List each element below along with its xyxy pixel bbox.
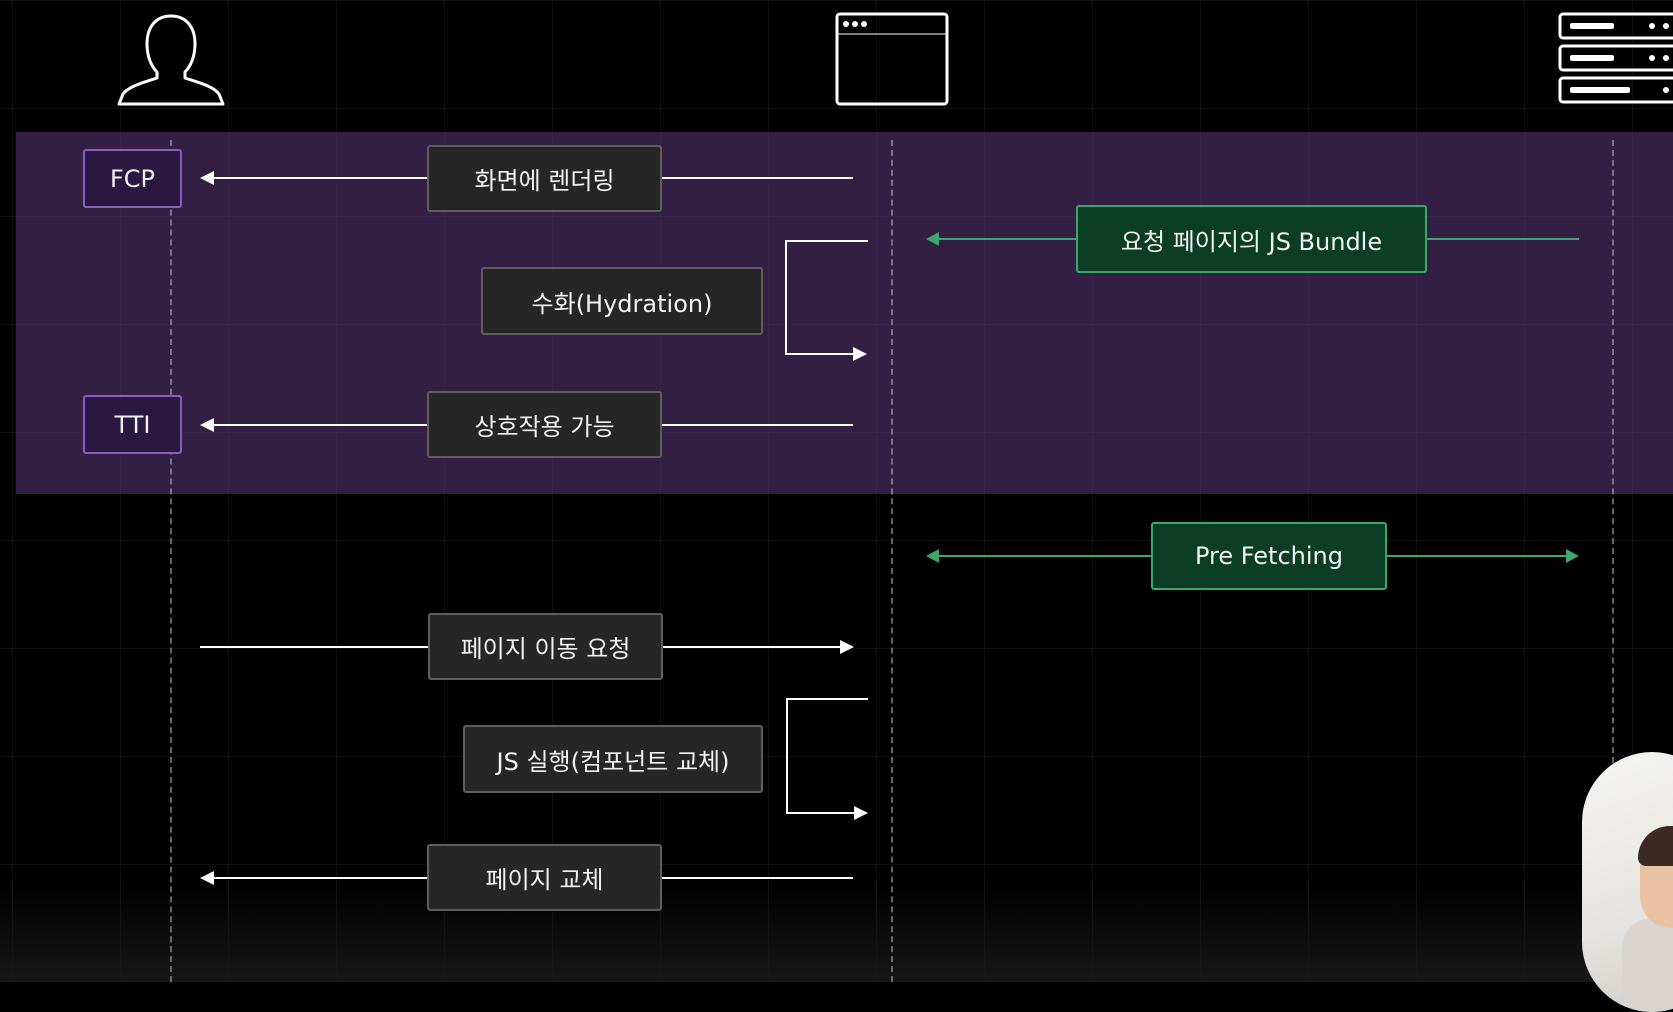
server-lifeline <box>1612 140 1614 982</box>
tti-milestone: TTI <box>83 395 182 454</box>
user-lifeline <box>170 140 172 982</box>
js-execution-label: JS 실행(컴포넌트 교체) <box>463 725 763 793</box>
js-exec-loop-bottom <box>786 812 856 814</box>
js-exec-loop-head <box>854 806 868 820</box>
page-replace-arrow-head <box>200 871 214 885</box>
hydration-loop-bottom <box>785 353 855 355</box>
page-replace-label: 페이지 교체 <box>427 844 662 911</box>
fcp-milestone: FCP <box>83 149 182 208</box>
prefetching-label: Pre Fetching <box>1151 522 1387 590</box>
browser-window-icon <box>835 12 949 106</box>
js-exec-loop-top <box>786 698 868 700</box>
user-icon <box>117 12 225 106</box>
hydration-loop-top <box>785 240 868 242</box>
browser-lifeline <box>891 140 893 982</box>
hydration-label: 수화(Hydration) <box>481 267 763 335</box>
nav-request-arrow-head <box>840 640 854 654</box>
js-bundle-label: 요청 페이지의 JS Bundle <box>1076 205 1427 273</box>
page-nav-request-label: 페이지 이동 요청 <box>428 613 663 680</box>
initial-load-phase-band <box>16 132 1673 494</box>
interactive-arrow-head <box>200 418 214 432</box>
presenter-webcam <box>1582 752 1673 1012</box>
hydration-loop-side <box>785 240 787 354</box>
prefetch-arrow-head-right <box>1566 549 1579 563</box>
bottom-fade <box>0 880 1673 982</box>
js-exec-loop-side <box>786 698 788 814</box>
interactive-label: 상호작용 가능 <box>427 391 662 458</box>
render-arrow-head <box>200 171 214 185</box>
prefetch-arrow-head-left <box>926 549 939 563</box>
render-to-screen-label: 화면에 렌더링 <box>427 145 662 212</box>
js-bundle-arrow-head <box>926 232 939 246</box>
server-icon <box>1558 12 1673 106</box>
hydration-loop-head <box>853 347 867 361</box>
